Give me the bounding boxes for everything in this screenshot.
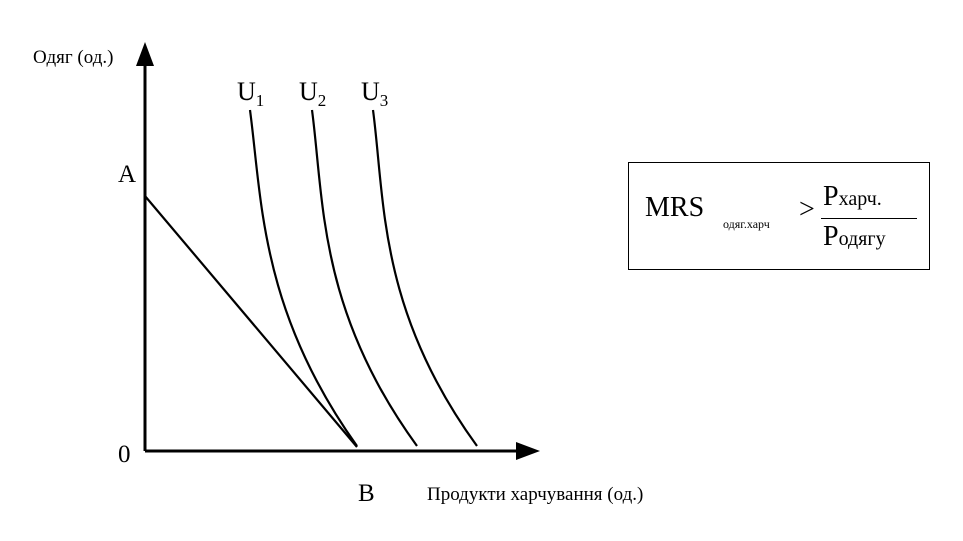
formula-fraction-bar xyxy=(821,218,917,219)
origin-label: 0 xyxy=(118,441,131,468)
formula-mrs: MRS xyxy=(645,192,705,223)
formula-relation: > xyxy=(799,194,815,225)
indifference-curve-u3 xyxy=(371,109,478,447)
point-a-label: A xyxy=(118,161,136,188)
formula-numerator: Pхарч. xyxy=(823,181,882,212)
budget-line xyxy=(144,195,358,448)
curve-label-u1: U1 xyxy=(237,77,264,110)
y-axis-arrow xyxy=(136,42,154,66)
indifference-curve-u2 xyxy=(310,109,418,447)
mrs-formula-box: MRS одяг.харч > Pхарч. Pодягу xyxy=(628,162,930,270)
y-axis-title: Одяг (од.) xyxy=(33,47,113,68)
x-axis-arrow xyxy=(516,442,540,460)
curve-label-u3: U3 xyxy=(361,77,388,110)
x-axis-title: Продукти харчування (од.) xyxy=(427,484,643,505)
curve-label-u2: U2 xyxy=(299,77,326,110)
formula-mrs-subscript: одяг.харч xyxy=(723,217,770,231)
indifference-curve-u1 xyxy=(248,109,358,447)
formula-denominator: Pодягу xyxy=(823,221,886,252)
point-b-label: B xyxy=(358,480,375,507)
